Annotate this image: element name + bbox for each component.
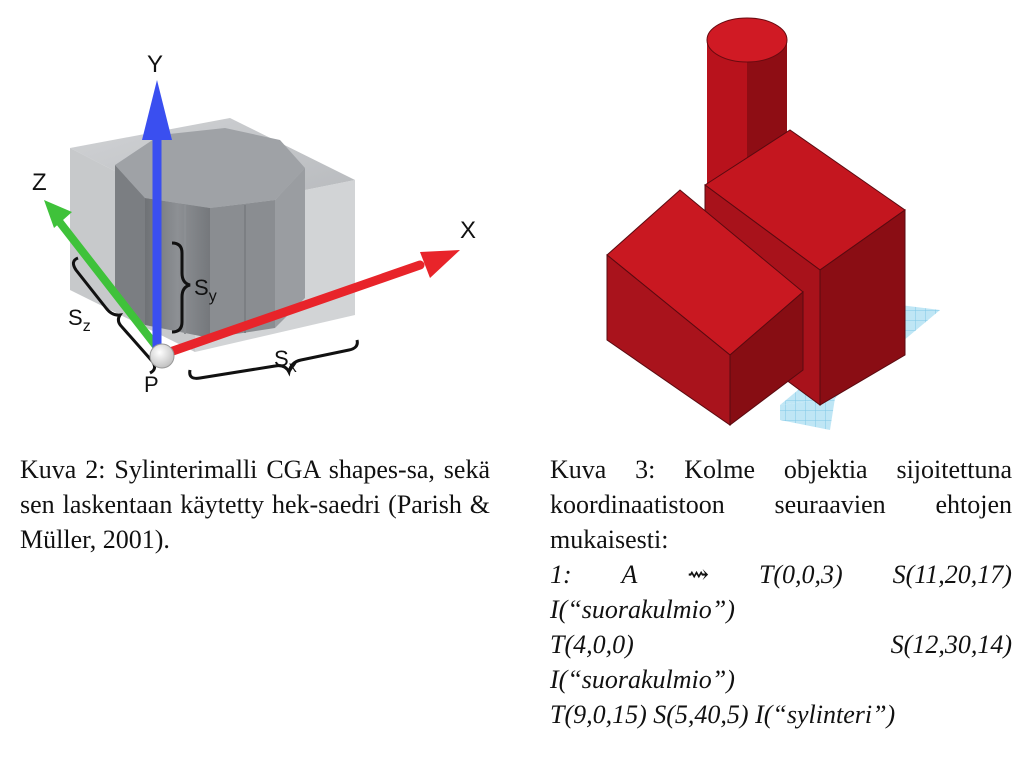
label-sx: Sx [274,346,297,376]
figure-2-cylinder-model: Y Z X Sy Sz Sx P [20,40,500,435]
octagonal-cylinder [115,128,305,338]
brace-sy [171,241,191,334]
rule-line-1: 1: A ⇝ T(0,0,3) S(11,20,17) [550,560,1012,589]
figure-3-three-objects [585,10,955,435]
y-axis-arrow [142,80,172,350]
x-axis-arrow [165,250,460,357]
rule-line-5: T(9,0,15) S(5,40,5) I(“sylinteri”) [550,700,896,729]
grammar-rule: 1: A ⇝ T(0,0,3) S(11,20,17) I(“suorakulm… [550,557,1012,732]
rule-line-4: I(“suorakulmio”) [550,665,735,694]
cga-cylinder-diagram: Y Z X Sy Sz Sx P [32,51,476,397]
rule-line-2: I(“suorakulmio”) [550,595,735,624]
label-sz: Sz [68,305,91,335]
axis-label-x: X [460,217,476,244]
axis-label-y: Y [147,51,163,78]
caption-figure-3-text: Kuva 3: Kolme objektia sijoitettuna koor… [550,455,1012,554]
low-block-object [606,189,804,427]
z-axis-arrow [44,200,167,359]
axis-label-z: Z [32,169,47,196]
rule-line-3: T(4,0,0) S(12,30,14) [550,630,1012,659]
caption-figure-3: Kuva 3: Kolme objektia sijoitettuna koor… [550,452,1012,732]
label-sy: Sy [194,275,217,305]
label-origin-p: P [144,372,159,397]
three-objects-render [606,17,940,430]
caption-figure-2: Kuva 2: Sylinterimalli CGA shapes-sa, se… [20,455,490,554]
origin-point [149,343,175,369]
brace-sx [188,339,359,380]
